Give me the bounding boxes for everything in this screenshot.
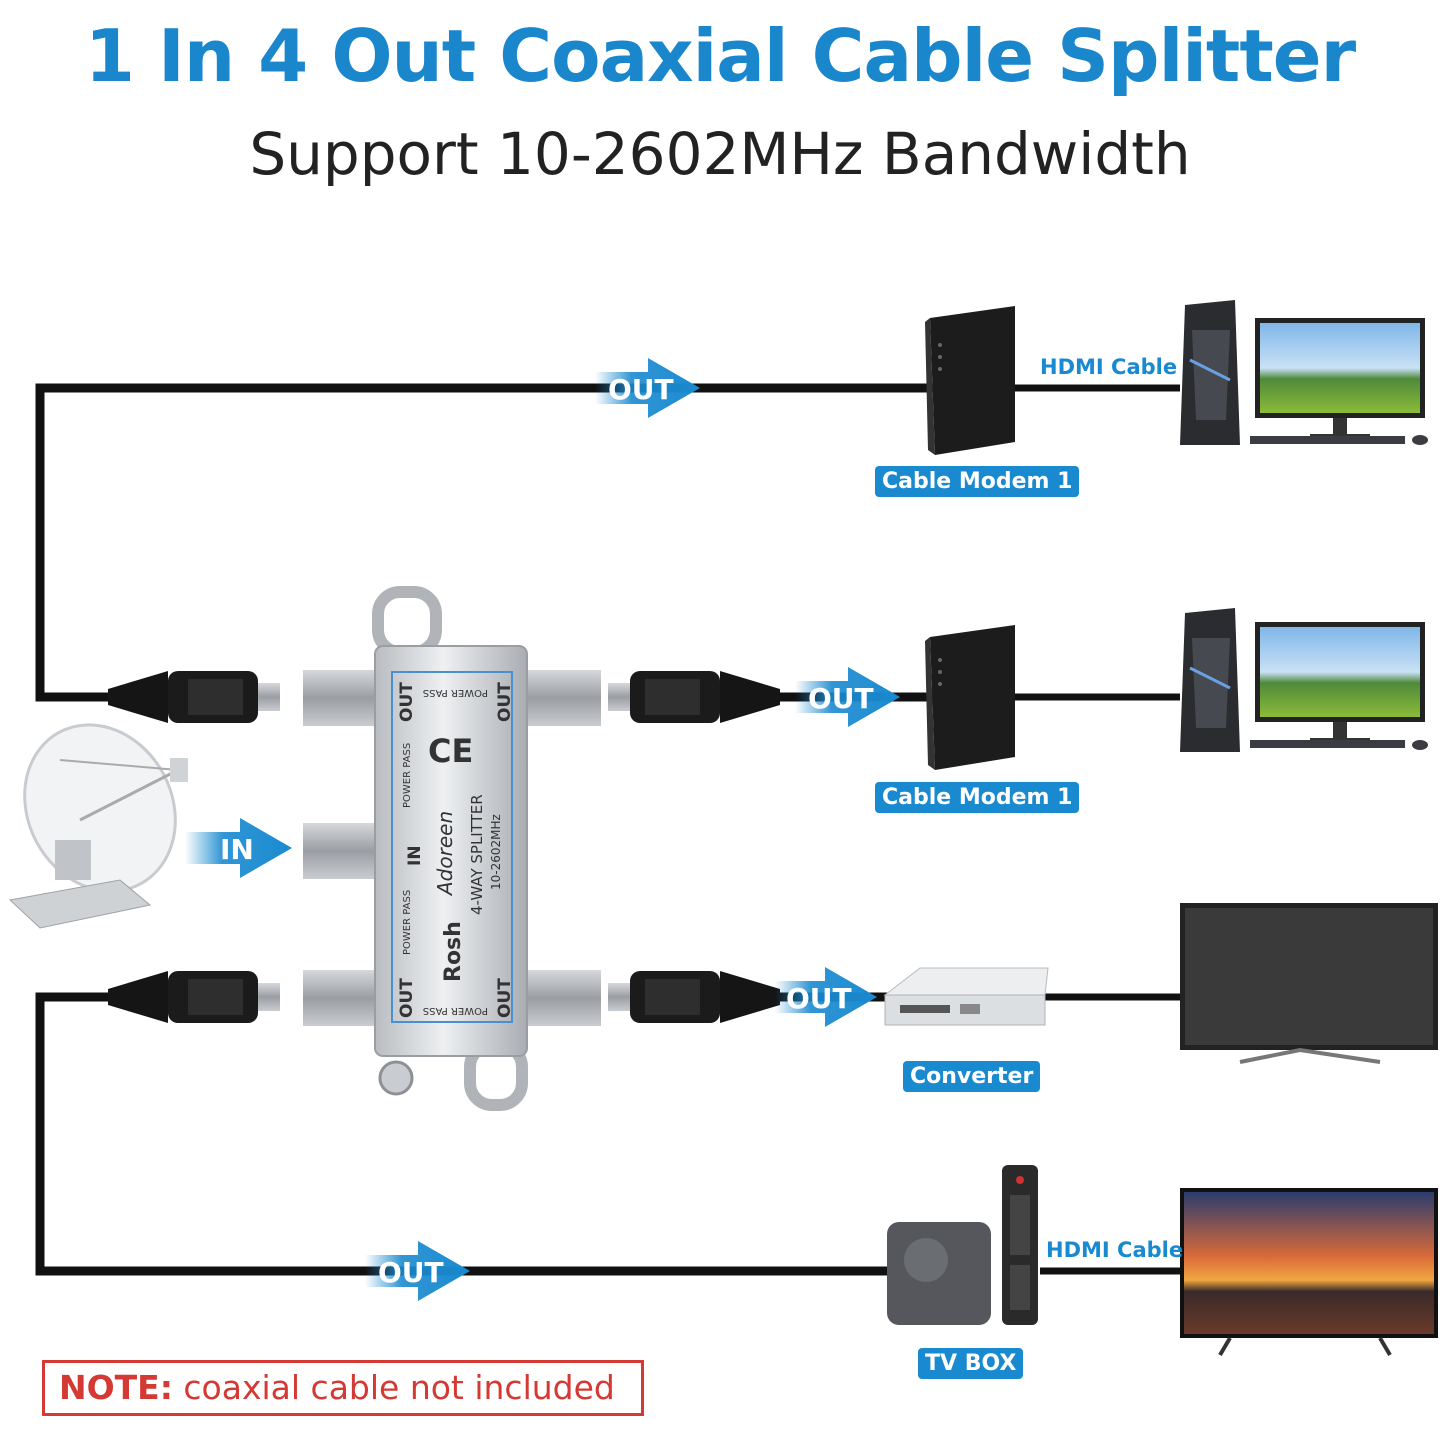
- splitter-in-label: IN: [405, 845, 425, 866]
- splitter-brand: Adoreen: [433, 811, 457, 897]
- arrow-out-label: OUT: [808, 682, 874, 715]
- arrow-in-label: IN: [220, 833, 254, 866]
- arrow-out-mid: [795, 667, 900, 727]
- splitter-model: 4-WAY SPLITTER: [468, 794, 486, 915]
- splitter-rosh: Rosh: [441, 921, 466, 982]
- remote-control-icon: [1002, 1165, 1038, 1325]
- converter-box-icon: [883, 967, 1049, 1026]
- page-subtitle: Support 10-2602MHz Bandwidth: [249, 120, 1191, 188]
- coax-plug-top-left: [108, 671, 280, 723]
- splitter-range: 10-2602MHz: [489, 814, 503, 890]
- splitter-port-label: OUT: [495, 978, 515, 1018]
- page-title: 1 In 4 Out Coaxial Cable Splitter: [84, 14, 1356, 98]
- power-pass-label: POWER PASS: [402, 890, 413, 955]
- satellite-dish-icon: [8, 723, 188, 929]
- label-hdmi-cable-bottom: HDMI Cable: [1046, 1238, 1184, 1262]
- arrow-out-label: OUT: [608, 373, 674, 406]
- label-cable-modem-1: Cable Modem 1: [875, 466, 1080, 497]
- arrow-in: [185, 818, 292, 878]
- note-text: coaxial cable not included: [172, 1368, 615, 1407]
- coax-cable-top: [35, 383, 935, 702]
- ce-mark: CE: [428, 732, 473, 770]
- arrow-out-label: OUT: [786, 982, 852, 1015]
- desktop-computer-icon: [1180, 300, 1428, 445]
- television-icon: [1180, 1188, 1438, 1357]
- television-icon: [1180, 903, 1438, 1064]
- desktop-computer-icon: [1180, 608, 1428, 752]
- note-box: NOTE: coaxial cable not included: [42, 1360, 644, 1416]
- label-cable-modem-2: Cable Modem 1: [875, 782, 1080, 813]
- splitter-port-label: OUT: [397, 682, 417, 722]
- arrow-out-converter: [775, 967, 877, 1027]
- note-prefix: NOTE:: [59, 1368, 173, 1407]
- cable-modem-icon: [925, 306, 1015, 455]
- coax-plug-top-right: [608, 671, 780, 723]
- splitter: [303, 586, 601, 1111]
- label-hdmi-cable-top: HDMI Cable: [1040, 355, 1178, 379]
- arrow-out-top: [595, 358, 700, 418]
- coax-plug-bottom-right: [608, 971, 780, 1023]
- splitter-port-label: OUT: [397, 978, 417, 1018]
- arrow-out-bottom: [365, 1241, 470, 1301]
- label-tv-box: TV BOX: [918, 1348, 1024, 1379]
- arrow-out-label: OUT: [378, 1256, 444, 1289]
- cable-modem-icon: [925, 625, 1015, 770]
- label-converter: Converter: [903, 1061, 1041, 1092]
- power-pass-label: POWER PASS: [423, 1005, 488, 1016]
- power-pass-label: POWER PASS: [423, 687, 488, 698]
- tv-box-icon: [887, 1222, 991, 1325]
- splitter-port-label: OUT: [495, 682, 515, 722]
- power-pass-label: POWER PASS: [402, 743, 413, 808]
- coax-plug-bottom-left: [108, 971, 280, 1023]
